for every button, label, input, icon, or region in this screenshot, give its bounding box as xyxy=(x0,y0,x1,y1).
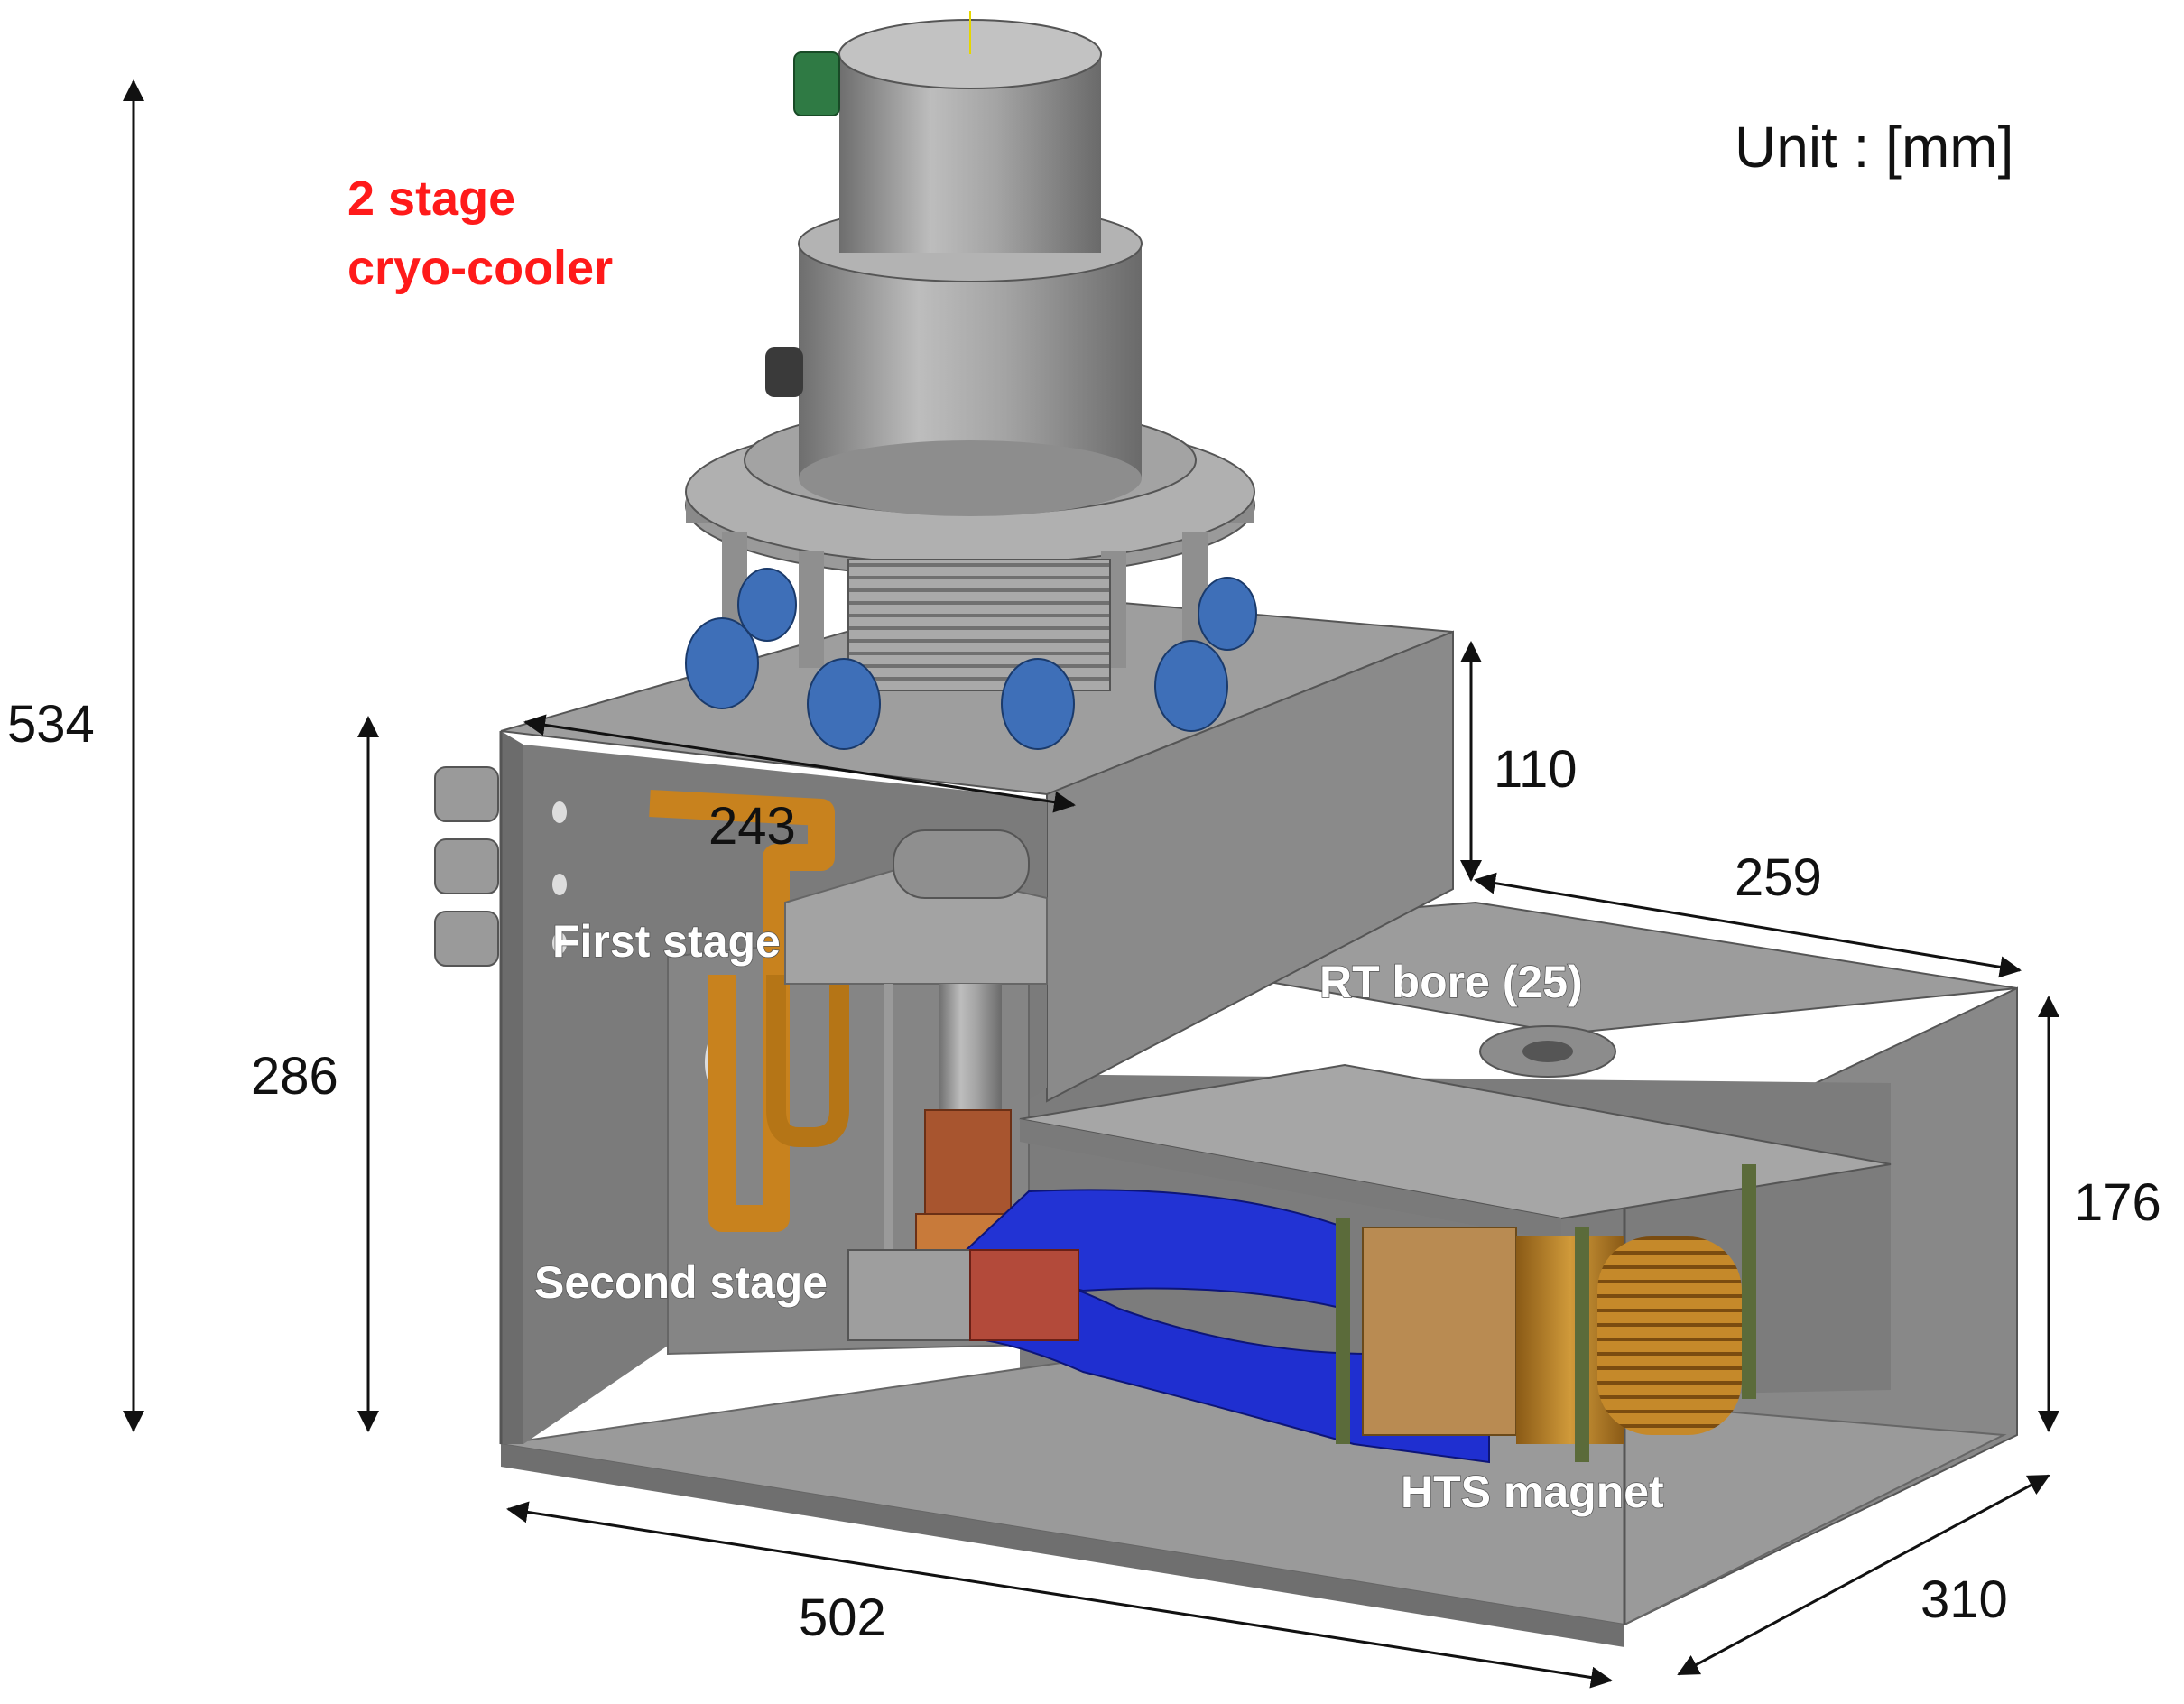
unit-label: Unit : [mm] xyxy=(1735,115,2013,180)
label-second-stage: Second stage xyxy=(534,1257,828,1308)
dimension-lines xyxy=(123,79,2059,1689)
dim-upper-box-height: 110 xyxy=(1494,740,1577,799)
dim-lower-box-depth: 259 xyxy=(1735,848,1822,907)
dim-total-height: 534 xyxy=(7,695,95,754)
dim-line-lower-box-depth xyxy=(1474,872,2022,978)
dim-chamber-height: 286 xyxy=(251,1047,338,1106)
dim-line-total-length xyxy=(506,1501,1613,1689)
label-cryocooler-line1: 2 stage xyxy=(347,171,515,226)
cryo-cooler xyxy=(685,11,1257,750)
label-hts-magnet: HTS magnet xyxy=(1401,1467,1664,1517)
label-rt-bore: RT bore (25) xyxy=(1319,957,1583,1007)
hts-magnet xyxy=(1336,1164,1756,1462)
dim-total-depth: 310 xyxy=(1920,1570,2008,1629)
dim-line-total-depth xyxy=(1677,1474,2050,1676)
side-connectors xyxy=(434,766,499,967)
dim-lower-box-height: 176 xyxy=(2074,1173,2161,1232)
current-leads xyxy=(847,1189,1490,1464)
rt-bore-plate xyxy=(1019,1025,1892,1241)
dim-line-upper-box-width xyxy=(523,714,1076,813)
label-first-stage: First stage xyxy=(552,916,781,967)
label-cryocooler-line2: cryo-cooler xyxy=(347,241,613,295)
dim-upper-box-width: 243 xyxy=(708,797,796,856)
dim-total-length: 502 xyxy=(799,1588,886,1647)
